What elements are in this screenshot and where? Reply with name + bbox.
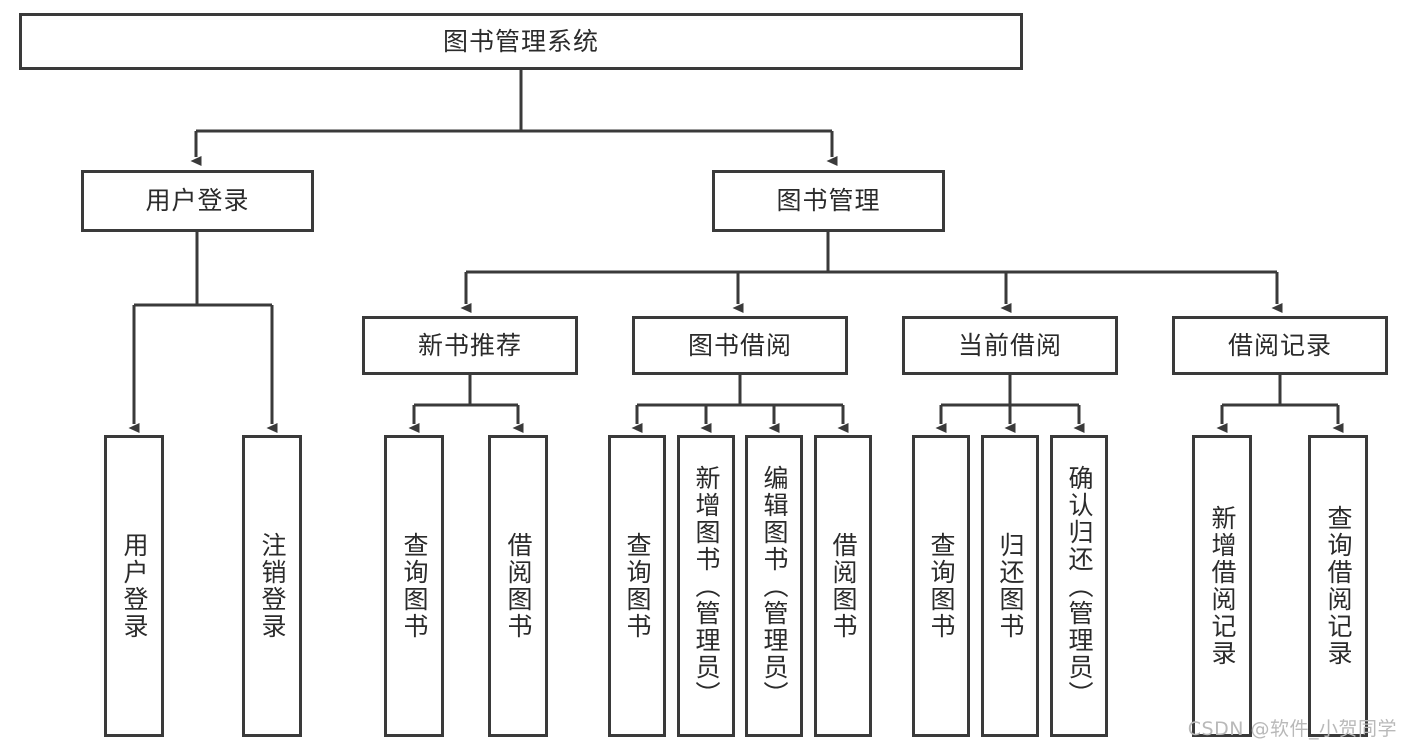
node-label: 用户登录 [120, 532, 149, 640]
node-label: 图书借阅 [687, 330, 792, 360]
node-label: 查询图书 [927, 532, 956, 640]
leaf-user-logout[interactable]: 注销登录 [242, 435, 302, 737]
leaf-record-query-borrow-record[interactable]: 查询借阅记录 [1308, 435, 1368, 737]
node-label: 新增图书（管理员） [692, 464, 721, 708]
node-book-management[interactable]: 图书管理 [712, 170, 945, 232]
node-book-borrow[interactable]: 图书借阅 [632, 316, 848, 375]
leaf-user-login[interactable]: 用户登录 [104, 435, 164, 737]
node-borrow-record[interactable]: 借阅记录 [1172, 316, 1388, 375]
leaf-borrow-borrow-book[interactable]: 借阅图书 [814, 435, 872, 737]
node-label: 确认归还（管理员） [1065, 464, 1094, 708]
node-label: 当前借阅 [957, 330, 1062, 360]
leaf-borrow-query-book[interactable]: 查询图书 [608, 435, 666, 737]
leaf-current-confirm-return-admin[interactable]: 确认归还（管理员） [1050, 435, 1108, 737]
leaf-record-add-borrow-record[interactable]: 新增借阅记录 [1192, 435, 1252, 737]
node-label: 查询借阅记录 [1324, 505, 1353, 667]
node-label: 图书管理 [776, 186, 881, 216]
leaf-recommend-query-book[interactable]: 查询图书 [384, 435, 444, 737]
node-label: 归还图书 [996, 532, 1025, 640]
node-root-library-management-system[interactable]: 图书管理系统 [19, 13, 1023, 70]
leaf-current-return-book[interactable]: 归还图书 [981, 435, 1039, 737]
node-new-book-recommend[interactable]: 新书推荐 [362, 316, 578, 375]
node-label: 查询图书 [623, 532, 652, 640]
leaf-borrow-edit-book-admin[interactable]: 编辑图书（管理员） [745, 435, 803, 737]
node-label: 查询图书 [400, 532, 429, 640]
node-current-borrow[interactable]: 当前借阅 [902, 316, 1118, 375]
leaf-borrow-add-book-admin[interactable]: 新增图书（管理员） [677, 435, 735, 737]
node-label: 借阅图书 [829, 532, 858, 640]
node-label: 图书管理系统 [442, 26, 599, 56]
node-label: 新书推荐 [417, 330, 522, 360]
node-user-login[interactable]: 用户登录 [81, 170, 314, 232]
csdn-watermark: CSDN @软件_小贺同学 [1187, 718, 1397, 740]
leaf-recommend-borrow-book[interactable]: 借阅图书 [488, 435, 548, 737]
node-label: 新增借阅记录 [1208, 505, 1237, 667]
node-label: 借阅记录 [1227, 330, 1332, 360]
node-label: 编辑图书（管理员） [760, 464, 789, 708]
node-label: 用户登录 [145, 186, 250, 216]
node-label: 注销登录 [258, 532, 287, 640]
leaf-current-query-book[interactable]: 查询图书 [912, 435, 970, 737]
node-label: 借阅图书 [504, 532, 533, 640]
